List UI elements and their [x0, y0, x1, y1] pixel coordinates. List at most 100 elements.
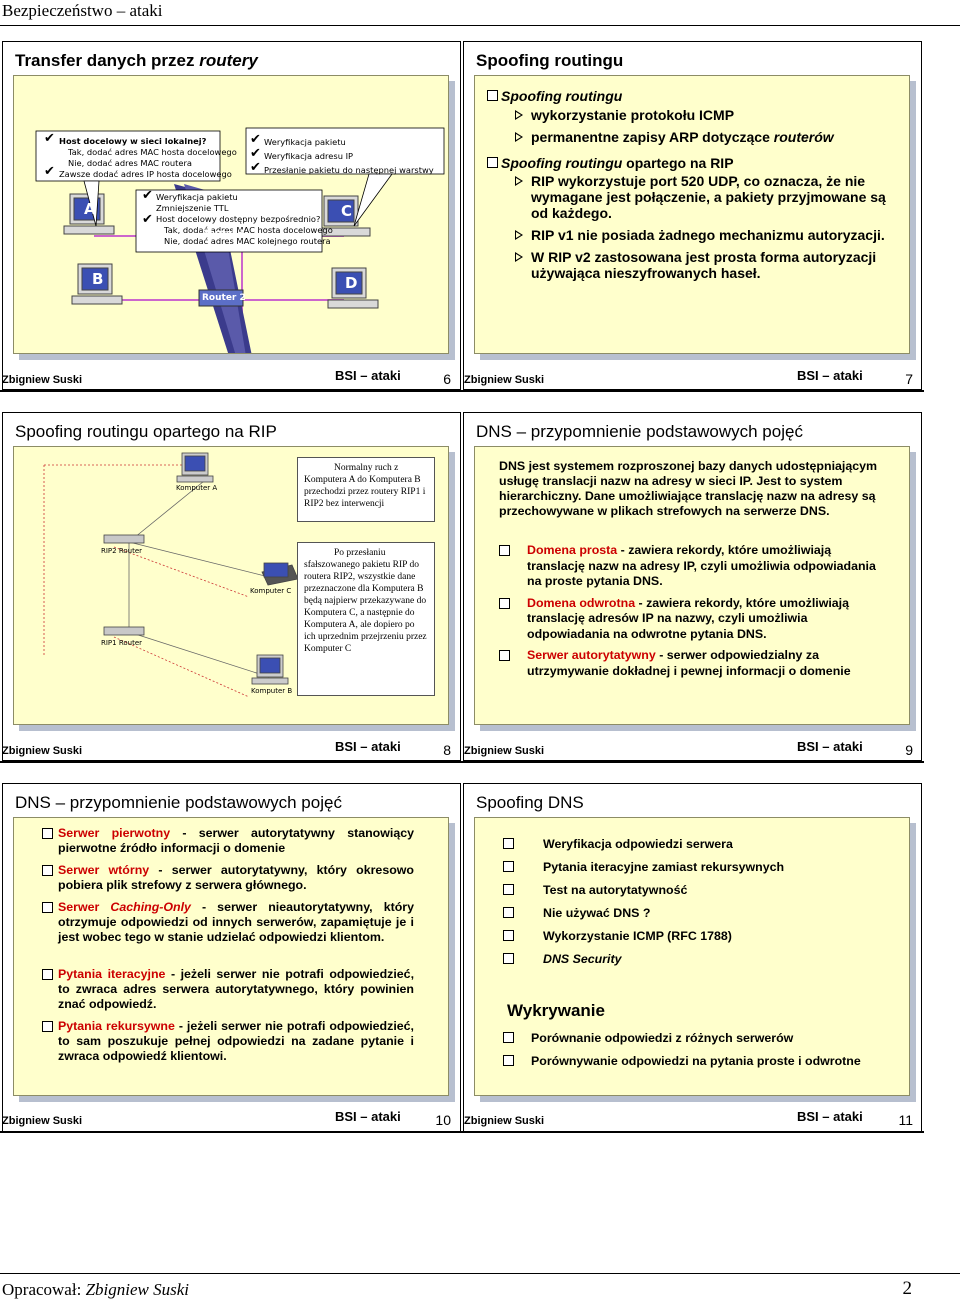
bullet-item: Pytania rekursywne - jeżeli serwer nie p… [42, 1019, 414, 1064]
slide-10: DNS – przypomnienie podstawowych pojęć S… [2, 783, 461, 1132]
bubble-3-line: Weryfikacja adresu IP [264, 151, 354, 161]
checkbox-icon [42, 969, 53, 980]
computer-label: B [92, 270, 104, 288]
checkbox-icon [42, 865, 53, 876]
bubble-2-line: Host docelowy dostępny bezpośrednio? [156, 214, 321, 224]
bullet-item: Porównanie odpowiedzi z różnych serwerów [503, 1030, 893, 1046]
row-divider [0, 390, 924, 392]
checkbox-icon [487, 90, 498, 101]
sub-bullet: RIP wykorzystuje port 520 UDP, co oznacz… [501, 173, 901, 221]
slide-title: Spoofing routingu opartego na RIP [15, 422, 277, 441]
checkbox-icon [503, 907, 514, 918]
bullet-item: Spoofing routingu [487, 88, 901, 105]
checkbox-icon [503, 838, 514, 849]
check-icon: ✔ [142, 188, 153, 203]
bullet-item: Serwer pierwotny - serwer autorytatywny … [42, 826, 414, 856]
bubble-1-line: Zawsze dodać adres IP hosta docelowego [59, 169, 232, 179]
checkbox-icon [503, 930, 514, 941]
checkbox-icon [503, 953, 514, 964]
sub-bullet: RIP v1 nie posiada żadnego mechanizmu au… [501, 227, 901, 243]
check-icon: ✔ [142, 212, 153, 227]
footer-subject: BSI – ataki [335, 368, 401, 383]
header-title: Bezpieczeństwo – ataki [2, 1, 163, 20]
checkbox-icon [503, 884, 514, 895]
check-icon: ✔ [250, 146, 261, 161]
router-icon [103, 534, 145, 636]
content-panel: Spoofing routingu wykorzystanie protokoł… [474, 75, 910, 354]
slide-8: Spoofing routingu opartego na RIP [2, 412, 461, 761]
slide-number: 8 [443, 742, 451, 758]
slide-title: DNS – przypomnienie podstawowych pojęć [476, 422, 803, 441]
footer-subject: BSI – ataki [335, 1109, 401, 1124]
bullet-item: Weryfikacja odpowiedzi serwera [503, 836, 893, 852]
footer-author: Zbigniew Suski [464, 1115, 545, 1127]
arrow-icon [515, 132, 523, 142]
bullet-item: Serwer Caching-Only - serwer nieautoryta… [42, 900, 414, 945]
computer-c-label: Komputer C [250, 587, 292, 595]
router-label: Router 1 [202, 229, 246, 239]
bubble-2-line: Weryfikacja pakietu [156, 192, 238, 202]
checkbox-icon [499, 545, 510, 556]
slide-7-footer: Zbigniew Suski BSI – ataki 7 [462, 368, 923, 390]
slide-8-footer: Zbigniew Suski BSI – ataki 8 [0, 739, 461, 761]
bullet-item: Nie używać DNS ? [503, 905, 893, 921]
slide-11-footer: Zbigniew Suski BSI – ataki 11 [462, 1109, 923, 1131]
slide-number: 6 [443, 371, 451, 387]
content-panel: Weryfikacja odpowiedzi serwera Pytania i… [474, 817, 910, 1096]
bubble-2-line: Tak, dodać adres MAC hosta docelowego [164, 225, 333, 235]
slide-9: DNS – przypomnienie podstawowych pojęć D… [463, 412, 922, 761]
checkbox-icon [42, 902, 53, 913]
slide-10-footer: Zbigniew Suski BSI – ataki 10 [0, 1109, 461, 1131]
bullet-item: Pytania iteracyjne zamiast rekursywnych [503, 859, 893, 875]
computer-label: D [345, 274, 358, 292]
row-divider [0, 1131, 924, 1133]
sub-bullet: wykorzystanie protokołu ICMP [501, 107, 901, 123]
slide-9-footer: Zbigniew Suski BSI – ataki 9 [462, 739, 923, 761]
check-icon: ✔ [250, 160, 261, 175]
footer-author: Zbigniew Suski [464, 745, 545, 757]
checkbox-icon [503, 1055, 514, 1066]
slide-title: Spoofing routingu [476, 51, 624, 70]
bullet-item: Spoofing routingu opartego na RIP [487, 155, 901, 171]
bubble-1-line: Host docelowy w sieci lokalnej? [59, 136, 207, 146]
page-header: Bezpieczeństwo – ataki [0, 0, 960, 26]
arrow-icon [515, 176, 523, 186]
slide-title: DNS – przypomnienie podstawowych pojęć [15, 793, 342, 812]
diagram-panel: Komputer A Komputer B Komputer C RIP2 Ro… [13, 446, 449, 725]
rip1-router-label: RIP1 Router [101, 639, 143, 647]
arrow-icon [515, 110, 523, 120]
checkbox-icon [42, 828, 53, 839]
footer-author: Zbigniew Suski [2, 1115, 83, 1127]
page-number: 2 [902, 1278, 913, 1299]
subheading: Wykrywanie [507, 1001, 605, 1020]
bullet-item: Serwer wtórny - serwer autorytatywny, kt… [42, 863, 414, 893]
diagram-panel: Host docelowy w sieci lokalnej? Tak, dod… [13, 75, 449, 354]
arrow-icon [515, 230, 523, 240]
slide-number: 10 [435, 1112, 451, 1128]
page-footer: Opracował: Zbigniew Suski 2 [0, 1273, 960, 1301]
footer-subject: BSI – ataki [797, 1109, 863, 1124]
checkbox-icon [499, 597, 510, 609]
footer-subject: BSI – ataki [797, 368, 863, 383]
bullet-item: Serwer autorytatywny - serwer odpowiedzi… [499, 648, 889, 679]
checkbox-icon [42, 1021, 53, 1032]
bullet-item: Pytania iteracyjne - jeżeli serwer nie p… [42, 967, 414, 1012]
footer-subject: BSI – ataki [335, 739, 401, 754]
slide-7: Spoofing routingu Spoofing routingu wyko… [463, 41, 922, 390]
check-icon: ✔ [250, 132, 261, 147]
computer-a-label: Komputer A [176, 484, 218, 492]
content-panel: DNS jest systemem rozproszonej bazy dany… [474, 446, 910, 725]
bullet-item: Wykorzystanie ICMP (RFC 1788) [503, 928, 893, 944]
computer-label: A [84, 200, 96, 218]
sub-bullet: W RIP v2 zastosowana jest prosta forma a… [501, 249, 901, 281]
check-icon: ✔ [44, 131, 55, 146]
check-icon: ✔ [44, 164, 55, 179]
slide-11: Spoofing DNS Weryfikacja odpowiedzi serw… [463, 783, 922, 1132]
bullet-item: Test na autorytatywność [503, 882, 893, 898]
slide-title: Spoofing DNS [476, 793, 584, 812]
bubble-1-line: Nie, dodać adres MAC routera [68, 158, 192, 168]
checkbox-icon [503, 1032, 514, 1043]
bubble-2-line: Zmniejszenie TTL [156, 203, 229, 213]
footer-author: Zbigniew Suski [2, 745, 83, 757]
network-diagram [35, 127, 445, 353]
